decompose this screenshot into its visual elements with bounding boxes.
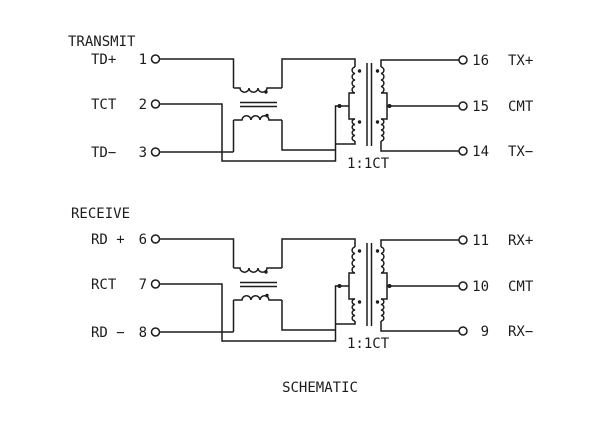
wire: [380, 141, 459, 152]
choke-top-winding: [233, 87, 282, 93]
section-title: RECEIVE: [71, 206, 130, 222]
polarity-dot: [357, 120, 362, 124]
polarity-dot: [357, 69, 362, 73]
polarity-dot: [375, 69, 380, 73]
wire: [281, 120, 336, 151]
tap-junction-dot: [387, 104, 392, 108]
polarity-dot: [357, 300, 362, 304]
choke-top-winding: [233, 267, 282, 273]
tap-junction-dot: [337, 284, 342, 288]
pin-label: TD+: [91, 52, 116, 68]
isolation-transformer: [337, 63, 392, 146]
wire: [159, 238, 235, 268]
pin-label: TD−: [91, 145, 116, 161]
wire: [335, 141, 356, 145]
primary-top-coil: [351, 246, 356, 274]
primary-bottom-coil: [351, 298, 356, 322]
isolation-transformer: [337, 243, 392, 326]
pin-terminal: [458, 55, 468, 65]
common-mode-choke: [233, 267, 282, 301]
wire: [380, 321, 459, 332]
wire: [281, 238, 356, 268]
pin-number: 1: [139, 52, 147, 68]
pin-terminal: [150, 327, 161, 337]
schematic-caption: SCHEMATIC: [282, 380, 358, 396]
polarity-dot: [375, 300, 380, 304]
pin-number: 16: [472, 53, 489, 69]
primary-center-tap-bracket: [348, 272, 355, 300]
pin-terminal: [458, 235, 468, 245]
primary-top-coil: [351, 66, 356, 94]
pin-label: RCT: [91, 277, 117, 293]
secondary-center-tap-bracket: [381, 92, 388, 120]
pin-label: RD +: [91, 232, 125, 248]
pin-number: 8: [139, 325, 147, 341]
pin-label: RX−: [508, 324, 533, 340]
transformer-ratio-label: 1:1CT: [347, 336, 390, 352]
pin-label: RD −: [91, 325, 125, 341]
secondary-bottom-coil: [380, 118, 385, 142]
pin-label: TCT: [91, 97, 117, 113]
polarity-dot: [265, 113, 269, 118]
pin-number: 14: [472, 144, 489, 160]
wire: [159, 58, 235, 88]
pin-number: 3: [139, 145, 147, 161]
secondary-top-coil: [380, 66, 385, 94]
pin-label: TX+: [508, 53, 533, 69]
pin-number: 9: [481, 324, 489, 340]
pin-terminal: [458, 101, 468, 111]
polarity-dot: [357, 249, 362, 253]
pin-number: 11: [472, 233, 489, 249]
secondary-top-coil: [380, 246, 385, 274]
pin-terminal: [150, 147, 161, 157]
polarity-dot: [264, 90, 268, 94]
tap-junction-dot: [337, 104, 342, 108]
secondary-bottom-coil: [380, 298, 385, 322]
transformer-ratio-label: 1:1CT: [347, 156, 390, 172]
primary-bottom-coil: [351, 118, 356, 142]
section-receive: RECEIVE 6 RD + 7 RCT 8 RD − 11 RX+ 10 CMT 9 RX− 1:1CT: [71, 206, 534, 352]
pin-number: 2: [139, 97, 147, 113]
pin-terminal: [458, 326, 468, 336]
pin-label: CMT: [508, 279, 534, 295]
tap-junction-dot: [387, 284, 392, 288]
pin-terminal: [458, 146, 468, 156]
pin-terminal: [150, 234, 161, 244]
polarity-dot: [375, 249, 380, 253]
pin-terminal: [150, 279, 161, 289]
section-title: TRANSMIT: [68, 34, 136, 50]
pin-number: 7: [139, 277, 147, 293]
pin-number: 6: [139, 232, 147, 248]
secondary-center-tap-bracket: [381, 272, 388, 300]
polarity-dot: [375, 120, 380, 124]
wire: [380, 239, 459, 247]
pin-label: TX−: [508, 144, 533, 160]
wire: [281, 300, 336, 331]
polarity-dot: [265, 293, 269, 298]
pin-label: CMT: [508, 99, 534, 115]
wire: [380, 59, 459, 67]
primary-center-tap-bracket: [348, 92, 355, 120]
pin-terminal: [150, 54, 161, 64]
pin-terminal: [150, 99, 161, 109]
pin-number: 15: [472, 99, 489, 115]
polarity-dot: [264, 270, 268, 274]
wire: [335, 321, 356, 325]
common-mode-choke: [233, 87, 282, 121]
pin-terminal: [458, 281, 468, 291]
pin-number: 10: [472, 279, 489, 295]
pin-label: RX+: [508, 233, 533, 249]
wire: [281, 58, 356, 88]
